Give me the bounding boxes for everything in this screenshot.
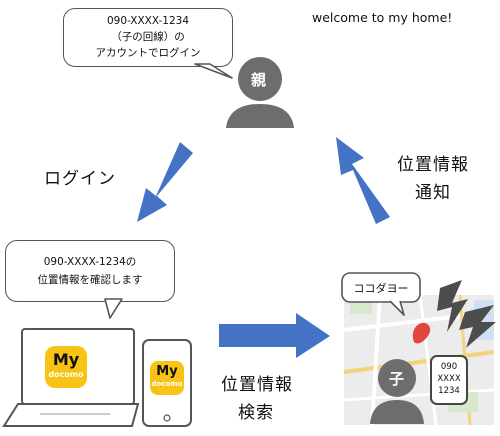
confirm-bubble-line-1: 090-XXXX-1234の [43, 256, 137, 268]
welcome-text: welcome to my home! [312, 10, 453, 25]
parent-label: 親 [251, 71, 267, 89]
confirm-bubble-tail [104, 298, 123, 319]
child-bubble-text: ココダヨー [353, 282, 409, 295]
child-person-icon [370, 359, 424, 424]
parent-bubble-tail [194, 63, 233, 79]
confirm-speech-bubble: 090-XXXX-1234の 位置情報を確認します [5, 240, 175, 302]
confirm-bubble-line-2: 位置情報を確認します [37, 274, 143, 286]
notify-label-line-2: 通知 [415, 183, 451, 203]
parent-speech-bubble: 090-XXXX-1234 （子の回線）の アカウントでログイン [63, 8, 233, 67]
child-phone-line-1: 090 [440, 362, 458, 372]
search-label-line-1: 位置情報 [221, 375, 293, 395]
search-arrow [219, 313, 330, 358]
laptop-app-logo: My docomo [45, 346, 87, 388]
notify-arrow [336, 137, 390, 224]
child-label: 子 [389, 370, 405, 388]
parent-bubble-line-2: （子の回線）の [111, 31, 185, 43]
smartphone-app-logo-title: My [156, 364, 178, 379]
search-label-line-2: 検索 [238, 403, 274, 423]
smartphone-app-logo-subtitle: docomo [151, 380, 183, 388]
signal-lightning-icon [437, 280, 496, 348]
laptop-app-logo-subtitle: docomo [48, 370, 84, 379]
login-arrow [137, 142, 193, 222]
smartphone-app-logo: My docomo [150, 361, 184, 395]
laptop-app-logo-title: My [52, 350, 80, 369]
child-phone-icon [430, 355, 468, 405]
child-phone-line-2: XXXX [437, 374, 461, 384]
parent-bubble-line-3: アカウントでログイン [95, 47, 201, 59]
login-label: ログイン [44, 169, 116, 189]
child-speech-bubble [341, 272, 421, 316]
child-phone-line-3: 1234 [438, 386, 460, 396]
parent-person-icon [226, 57, 294, 128]
parent-bubble-line-1: 090-XXXX-1234 [106, 15, 190, 27]
child-phone-text: 090 XXXX 1234 [431, 361, 467, 397]
notify-label-line-1: 位置情報 [397, 155, 469, 175]
